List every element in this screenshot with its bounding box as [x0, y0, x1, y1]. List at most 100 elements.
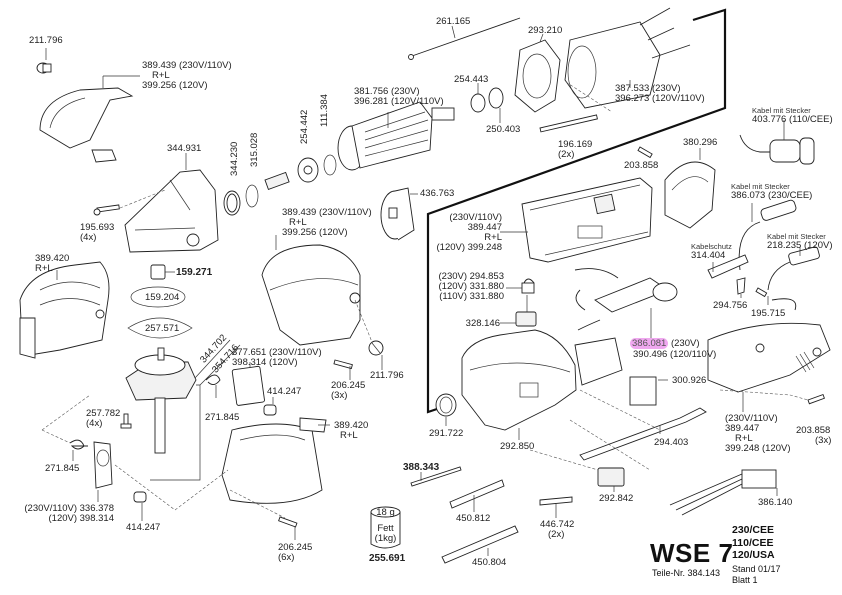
label-gear-head-cover-line3: 399.256 (120V) [282, 227, 348, 238]
label-294756: 294.756 [713, 300, 748, 311]
variant-110-cee: 110/CEE [732, 536, 774, 549]
label-kabelschutz-caption: Kabelschutz [691, 242, 732, 251]
tube-446742 [539, 496, 573, 506]
label-196169: 196.169 [558, 139, 593, 150]
label-250403: 250.403 [486, 124, 521, 135]
plug-cee110-icon [739, 134, 815, 165]
gear-housing-cover-icon [124, 169, 219, 253]
fan-icon [380, 187, 415, 241]
label-gear-head-cover-line2: R+L [289, 217, 307, 228]
label-389420-mid-rl: R+L [340, 430, 358, 441]
screw-icon [93, 204, 120, 216]
label-203858-right: 203.858 [796, 425, 831, 436]
label-housing-right-line2: 389.447 [725, 423, 760, 434]
label-electronics-120: 390.496 (120/110V) [633, 349, 717, 360]
label-261165: 261.165 [436, 16, 471, 27]
grease-name: Fett [377, 523, 394, 534]
label-armature-230: 381.756 (230V) [354, 86, 420, 97]
label-housing-top-line4: (120V) 399.248 [436, 242, 503, 253]
label-cable-usa: 218.235 (120V) [767, 240, 833, 251]
variant-230-cee: 230/CEE [732, 524, 775, 536]
guard-part-icon [39, 87, 134, 163]
label-housing-right-line4: 399.248 (120V) [725, 443, 791, 454]
label-388343: 388.343 [403, 462, 440, 473]
gearbox-assembly-icon [125, 347, 197, 454]
label-271845-left: 271.845 [45, 463, 80, 474]
model-variants: 230/CEE 110/CEE 120/USA [732, 524, 775, 562]
highlighted-part-number[interactable]: 386.081 [630, 338, 669, 349]
label-211796-mid: 211.796 [370, 370, 404, 381]
label-stator-120: 396.273 (120V/110V) [615, 93, 705, 104]
parts-list-number: Teile-Nr. 384.143 [652, 568, 721, 578]
label-housing-top-line1: (230V/110V) [449, 212, 502, 223]
label-450812: 450.812 [456, 513, 491, 524]
lock-button-icon [231, 365, 265, 406]
grease-can-icon [370, 506, 401, 549]
grease-amount: 18 g [376, 507, 395, 518]
release-lever-icon [93, 441, 113, 489]
motor-housing-half-right-icon [707, 322, 831, 393]
label-257782-qty: (4x) [86, 418, 103, 429]
label-314404: 314.404 [691, 250, 726, 261]
tube-388343 [410, 466, 462, 487]
label-housing-right-line3: R+L [735, 433, 753, 444]
label-stator-230: 387.533 (230V) [615, 83, 681, 94]
model-title: WSE 7 [650, 538, 734, 568]
label-344931: 344.931 [167, 143, 202, 154]
label-450804: 450.804 [472, 557, 507, 568]
label-suppressor-110: (110V) 331.880 [439, 291, 504, 302]
gear-head-cover-icon [261, 244, 361, 346]
label-436763: 436.763 [420, 188, 455, 199]
label-271845-mid: 271.845 [205, 412, 240, 423]
gear-housing-icon [19, 261, 110, 359]
label-414247-bottom: 414.247 [126, 522, 161, 533]
label-suppressor-230: (230V) 294.853 [438, 271, 505, 282]
label-257571: 257.571 [145, 323, 180, 334]
label-315028: 315.028 [249, 132, 260, 167]
label-206245-bottom-qty: (6x) [278, 552, 295, 563]
grease-pack: (1kg) [374, 533, 397, 544]
label-292850: 292.850 [500, 441, 535, 452]
label-lever-120: (120V) 398.314 [48, 513, 115, 524]
label-380296: 380.296 [683, 137, 718, 148]
label-lever-230: (230V/110V) 336.378 [24, 503, 114, 514]
group-frame [426, 8, 727, 414]
label-gear-head-cover-line1: 389.439 (230V/110V) [282, 207, 372, 218]
lower-guard-icon [221, 417, 327, 504]
label-328146: 328.146 [465, 318, 500, 329]
armature-icon [337, 101, 455, 171]
label-cable-cee230-caption: Kabel mit Stecker [731, 182, 790, 191]
label-255691: 255.691 [369, 553, 406, 564]
cord-clamp-icon [664, 161, 716, 229]
label-389420-left: 389.420 [35, 253, 70, 264]
label-389420-left-rl: R+L [35, 263, 53, 274]
label-344230: 344.230 [229, 141, 240, 176]
label-206245-mid: 206.245 [331, 380, 366, 391]
stator-icon [564, 7, 691, 109]
label-195693-qty: (4x) [80, 232, 97, 243]
label-389420-mid: 389.420 [334, 420, 369, 431]
label-guard-top-line3: 399.256 (120V) [142, 80, 208, 91]
tube-450804 [441, 525, 519, 564]
tube-450812 [449, 479, 505, 509]
label-206245-bottom: 206.245 [278, 542, 313, 553]
label-housing-top-line3: R+L [484, 232, 502, 243]
revision-info: Stand 01/17 Blatt 1 [732, 564, 781, 586]
electronics-module-icon [574, 268, 678, 331]
label-111384: 111.384 [319, 94, 330, 127]
variant-120-usa: 120/USA [732, 549, 775, 561]
label-cable-cee110: 403.776 (110/CEE) [752, 114, 833, 125]
label-414247-mid: 414.247 [267, 386, 302, 397]
stand-date: Stand 01/17 [732, 564, 781, 574]
motor-housing-half-left-icon [521, 177, 653, 263]
label-lock-button-120: 398.314 (120V) [232, 357, 298, 368]
label-electronics-230: 386.081 (230V) [630, 338, 700, 349]
label-257782: 257.782 [86, 408, 121, 419]
label-159204: 159.204 [145, 292, 180, 303]
label-446742: 446.742 [540, 519, 575, 530]
knob-part-icon [36, 62, 52, 74]
label-196169-qty: (2x) [558, 149, 575, 160]
label-291722: 291.722 [429, 428, 464, 439]
